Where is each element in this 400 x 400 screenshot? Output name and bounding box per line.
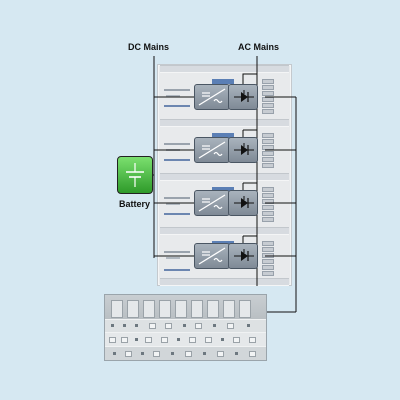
inverter-icon [194, 84, 230, 110]
static-switch-icon [228, 190, 258, 216]
ac-mains-label: AC Mains [238, 42, 280, 52]
battery-label: Battery [119, 199, 151, 209]
inverter-icon [194, 137, 230, 163]
dc-mains-label: DC Mains [128, 42, 170, 52]
terminal-block [262, 186, 276, 223]
static-switch-icon [228, 243, 258, 269]
inverter-icon [194, 243, 230, 269]
static-switch-icon [228, 137, 258, 163]
battery-icon [117, 156, 153, 194]
inverter-icon [194, 190, 230, 216]
control-room-image [104, 294, 267, 361]
terminal-block [262, 78, 276, 115]
static-switch-icon [228, 84, 258, 110]
